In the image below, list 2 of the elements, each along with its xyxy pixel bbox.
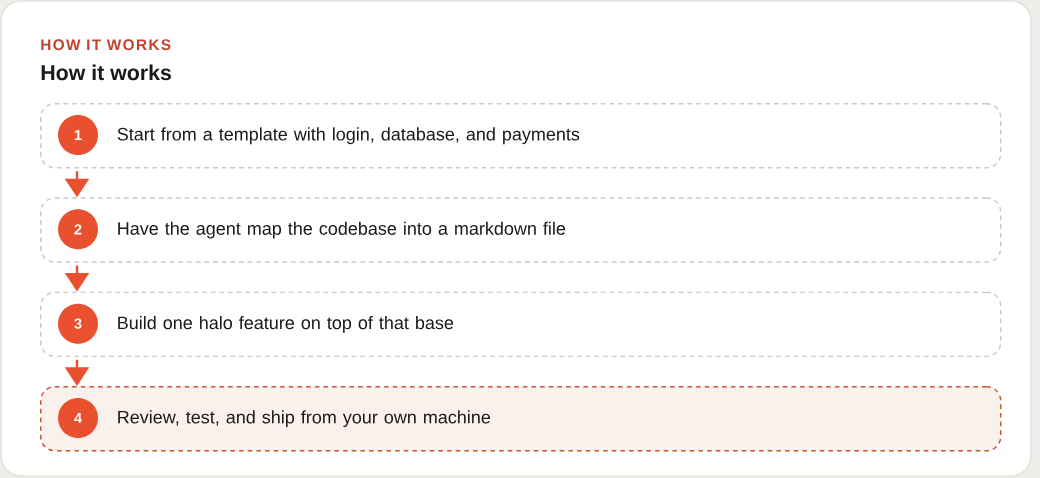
heading: How it works: [41, 64, 171, 81]
section-label: HOW IT WORKS: [41, 39, 171, 51]
